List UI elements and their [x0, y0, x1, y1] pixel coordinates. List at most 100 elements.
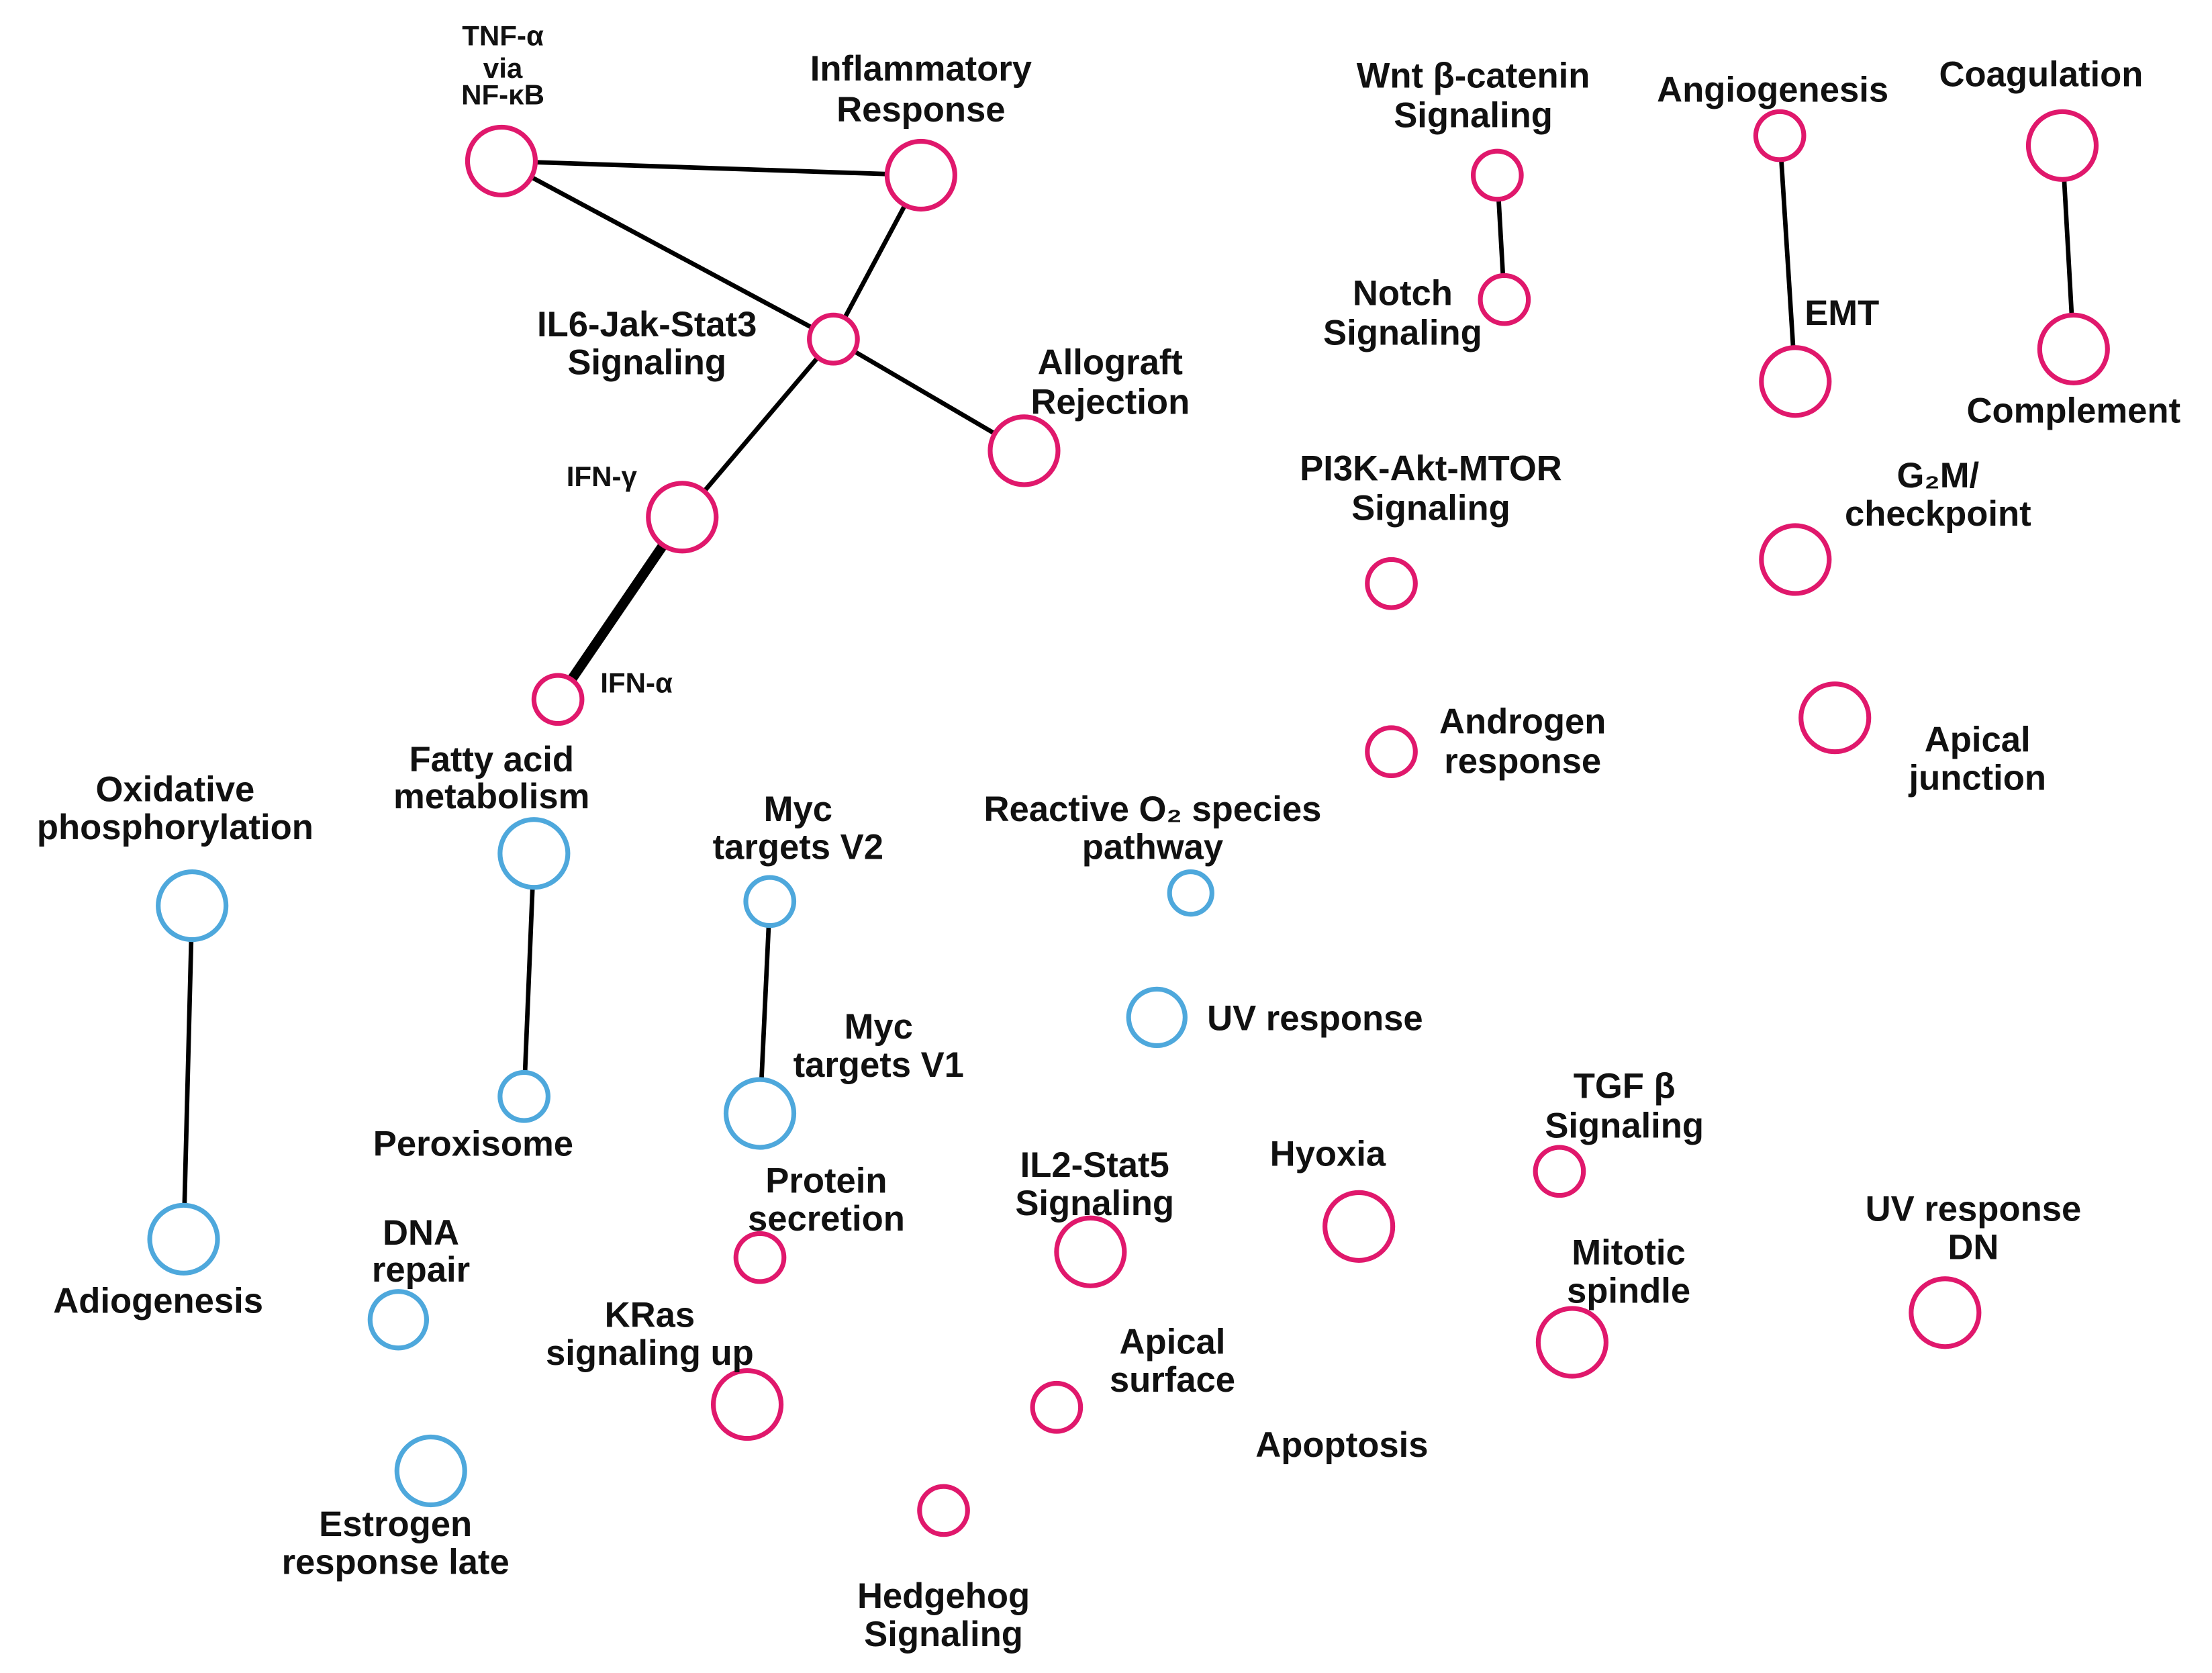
node-mitotic[interactable]: [1535, 1306, 1608, 1379]
label-line: spindle: [1567, 1272, 1690, 1311]
node-dna_repair[interactable]: [367, 1289, 430, 1351]
node-ifng[interactable]: [646, 481, 719, 554]
label-line: pathway: [1082, 828, 1223, 867]
edge-fatty_acid-peroxisome: [522, 851, 536, 1099]
node-allograft[interactable]: [988, 414, 1061, 487]
label-line: Apoptosis: [1255, 1425, 1428, 1465]
node-myc_v2[interactable]: [743, 875, 797, 928]
label-line: EMT: [1805, 293, 1879, 333]
node-layer: [147, 109, 2110, 1537]
label-apoptosis: Apoptosis: [1255, 1425, 1428, 1465]
label-line: phosphorylation: [37, 808, 314, 847]
label-line: Allograft: [1038, 343, 1183, 383]
label-line: Hyoxia: [1270, 1134, 1386, 1174]
edge-tnfa-inflammatory: [499, 158, 924, 178]
label-line: signaling up: [546, 1333, 754, 1373]
label-angiogenesis: Angiogenesis: [1657, 70, 1888, 110]
label-line: via: [483, 52, 523, 84]
label-emt: EMT: [1805, 293, 1879, 333]
label-line: Mitotic: [1572, 1233, 1685, 1273]
label-line: Complement: [1967, 391, 2181, 430]
label-line: Myc: [764, 790, 832, 829]
label-line: Signaling: [1545, 1106, 1704, 1145]
edge-il6-allograft: [831, 336, 1026, 453]
node-hypoxia[interactable]: [1323, 1190, 1396, 1263]
label-line: IL6-Jak-Stat3: [537, 305, 757, 344]
node-g2m[interactable]: [1759, 523, 1832, 596]
label-line: Signaling: [1015, 1184, 1174, 1223]
node-adiogenesis[interactable]: [147, 1202, 220, 1276]
label-line: secretion: [748, 1199, 905, 1239]
node-estrogen_late[interactable]: [394, 1434, 467, 1508]
label-line: UV response: [1866, 1189, 2082, 1229]
node-pi3k[interactable]: [1365, 557, 1418, 610]
label-line: Signaling: [567, 343, 726, 383]
edge-tnfa-il6: [499, 158, 836, 342]
label-line: Estrogen: [319, 1504, 472, 1544]
node-fatty_acid[interactable]: [497, 817, 571, 890]
node-inflammatory[interactable]: [884, 138, 957, 212]
label-line: NF-κB: [461, 79, 544, 111]
label-line: Notch: [1353, 274, 1453, 314]
label-adiogenesis: Adiogenesis: [53, 1281, 263, 1321]
node-ifna[interactable]: [531, 673, 585, 726]
node-apical_junction[interactable]: [1798, 681, 1872, 755]
label-complement: Complement: [1967, 391, 2181, 430]
label-line: targets V2: [713, 828, 883, 867]
node-emt[interactable]: [1759, 345, 1832, 418]
node-tgfb[interactable]: [1533, 1145, 1586, 1198]
label-line: Myc: [845, 1007, 913, 1047]
label-line: response: [1444, 741, 1601, 781]
node-oxphos[interactable]: [156, 869, 229, 943]
label-line: Coagulation: [1939, 54, 2143, 94]
label-ifna: IFN-α: [600, 667, 673, 698]
label-line: repair: [372, 1250, 470, 1290]
node-peroxisome[interactable]: [497, 1069, 550, 1123]
node-kras[interactable]: [710, 1368, 784, 1441]
label-line: junction: [1908, 759, 2046, 798]
node-complement[interactable]: [2037, 312, 2110, 385]
node-wnt[interactable]: [1470, 148, 1524, 202]
node-il2[interactable]: [1054, 1215, 1127, 1288]
label-line: Signaling: [1323, 314, 1482, 353]
edge-angiogenesis-emt: [1777, 133, 1798, 384]
node-il6[interactable]: [807, 312, 860, 366]
node-androgen[interactable]: [1365, 725, 1418, 779]
label-line: metabolism: [393, 777, 589, 816]
node-apical_surface[interactable]: [1030, 1380, 1084, 1434]
label-line: Angiogenesis: [1657, 70, 1888, 110]
edge-oxphos-adiogenesis: [181, 903, 195, 1242]
label-line: response late: [282, 1543, 510, 1582]
label-line: Response: [836, 90, 1005, 130]
node-myc_v1[interactable]: [723, 1077, 797, 1150]
node-coagulation[interactable]: [2025, 109, 2099, 182]
node-uv_dn[interactable]: [1909, 1276, 1982, 1349]
label-line: TNF-α: [462, 19, 544, 51]
node-ros[interactable]: [1167, 869, 1214, 917]
label-peroxisome: Peroxisome: [373, 1125, 573, 1164]
label-g2m: G₂M/checkpoint: [1845, 456, 2031, 534]
node-angiogenesis[interactable]: [1753, 109, 1807, 162]
node-hedgehog[interactable]: [917, 1484, 970, 1537]
node-tnfa[interactable]: [465, 124, 538, 198]
node-notch[interactable]: [1478, 273, 1531, 326]
label-ifng: IFN-γ: [567, 461, 638, 492]
edge-il6-ifng: [679, 336, 836, 520]
node-uv_response[interactable]: [1126, 986, 1188, 1049]
node-protein_secretion[interactable]: [733, 1231, 787, 1284]
